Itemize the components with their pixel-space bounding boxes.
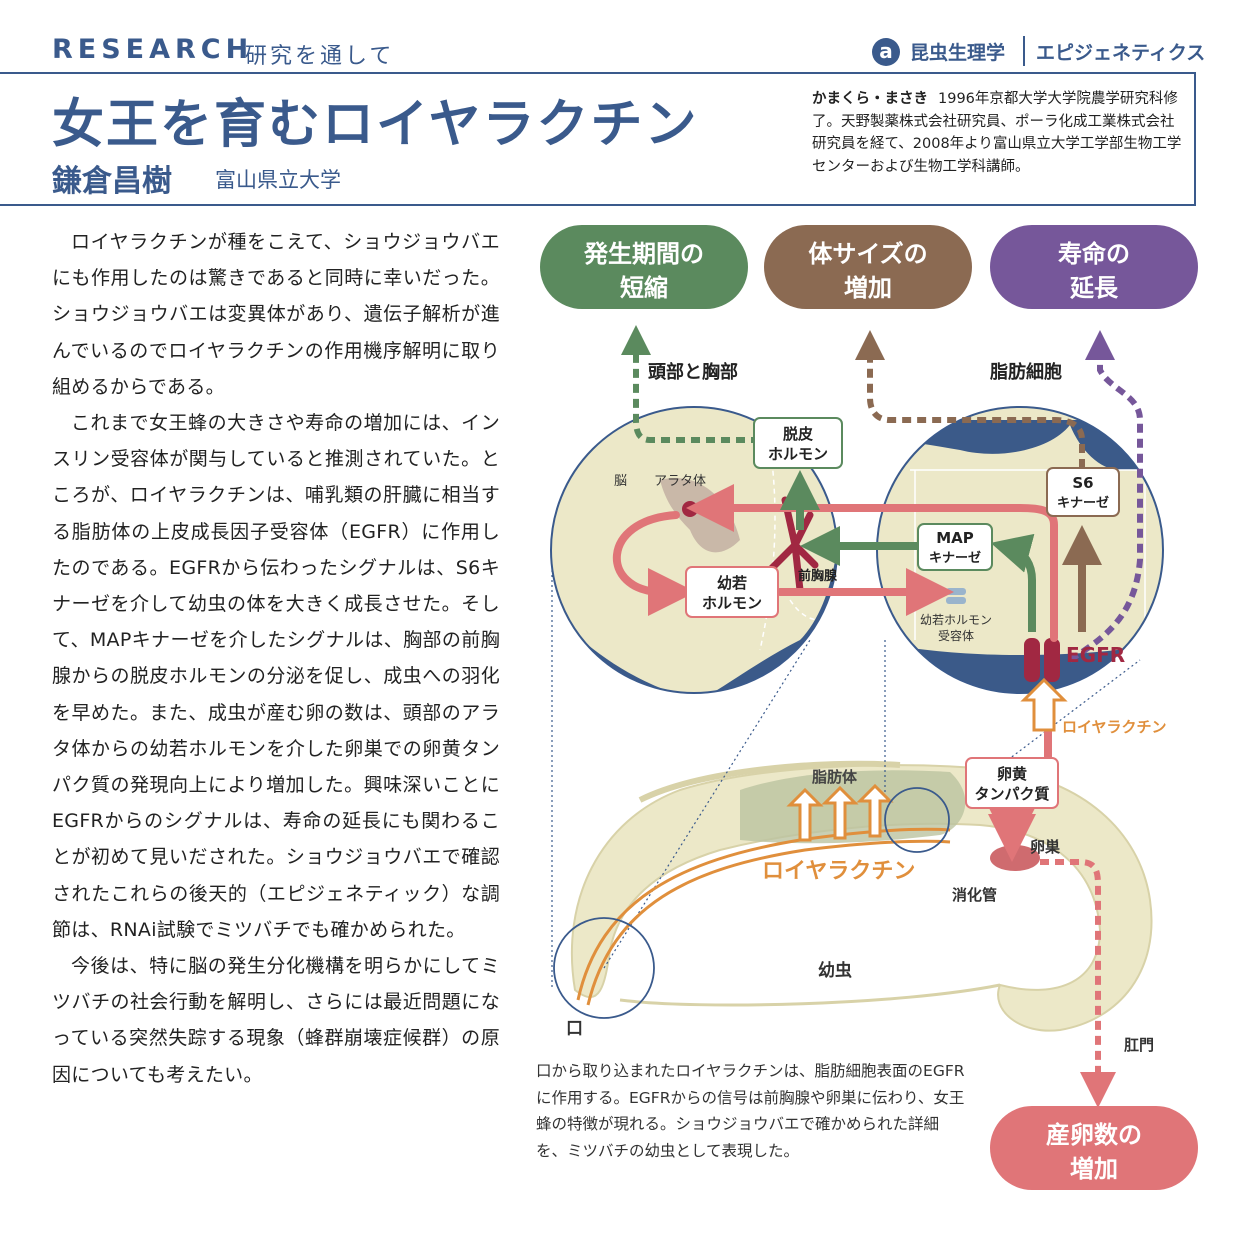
article-title: 女王を育むロイヤラクチン bbox=[52, 95, 699, 155]
bio-name: かまくら・まさき bbox=[812, 91, 928, 107]
research-sublabel: 研究を通して bbox=[245, 44, 395, 69]
label-ovary: 卵巣 bbox=[1030, 838, 1061, 856]
label-jh-receptor-1: 幼若ホルモン bbox=[920, 613, 992, 627]
map-kinase-box: MAP キナーゼ bbox=[917, 523, 993, 571]
green-arrows bbox=[780, 470, 1036, 632]
label-jh-receptor-2: 受容体 bbox=[938, 628, 974, 643]
label-brain: 脳 bbox=[614, 474, 627, 489]
svg-text:タンパク質: タンパク質 bbox=[974, 785, 1049, 803]
author-affiliation: 富山県立大学 bbox=[215, 168, 341, 192]
svg-text:卵黄: 卵黄 bbox=[997, 765, 1027, 783]
outcome-box-lifespan: 寿命の 延長 bbox=[990, 225, 1198, 309]
label-larva: 幼虫 bbox=[818, 960, 852, 981]
svg-text:キナーゼ: キナーゼ bbox=[1057, 495, 1109, 511]
outcome-box-body-size: 体サイズの 増加 bbox=[764, 225, 972, 309]
category-logo-icon: a bbox=[872, 38, 900, 66]
molting-hormone-box: 脱皮 ホルモン bbox=[753, 417, 843, 469]
svg-text:MAP: MAP bbox=[936, 529, 974, 547]
svg-text:幼若: 幼若 bbox=[717, 574, 747, 592]
article-body: ロイヤラクチンが種をこえて、ショウジョウバエにも作用したのは驚きであると同時に幸… bbox=[52, 224, 500, 1093]
outcome-2-line-2: 増加 bbox=[844, 274, 892, 302]
body-paragraph-1: ロイヤラクチンが種をこえて、ショウジョウバエにも作用したのは驚きであると同時に幸… bbox=[52, 231, 500, 398]
author-name: 鎌倉昌樹 bbox=[52, 164, 172, 199]
green-dashed-arrow bbox=[621, 325, 760, 443]
s6-kinase-box: S6 キナーゼ bbox=[1046, 467, 1120, 517]
fat-body-zoom-circle bbox=[884, 787, 950, 853]
outcome-box-development: 発生期間の 短縮 bbox=[540, 225, 748, 309]
outcome-4-line-1: 産卵数の bbox=[1046, 1121, 1142, 1149]
svg-text:S6: S6 bbox=[1072, 474, 1093, 492]
label-royalactin-large: ロイヤラクチン bbox=[762, 859, 915, 884]
category-label-2: エピジェネティクス bbox=[1036, 42, 1206, 64]
vitellogenin-box: 卵黄 タンパク質 bbox=[965, 757, 1059, 809]
label-mouth: 口 bbox=[566, 1019, 583, 1039]
svg-text:脱皮: 脱皮 bbox=[783, 425, 813, 443]
outcome-1-line-1: 発生期間の bbox=[583, 240, 704, 268]
label-egfr: EGFR bbox=[1066, 643, 1125, 667]
svg-text:ホルモン: ホルモン bbox=[702, 594, 762, 612]
pink-arrows bbox=[612, 484, 1058, 838]
outcome-box-egg-count: 産卵数の 増加 bbox=[990, 1106, 1198, 1190]
mouth-zoom-circle bbox=[553, 917, 655, 1019]
svg-text:ホルモン: ホルモン bbox=[768, 445, 828, 463]
brown-arrows bbox=[855, 330, 1102, 632]
label-anus: 肛門 bbox=[1124, 1036, 1154, 1054]
label-corpora-allata: アラタ体 bbox=[654, 474, 706, 489]
research-label: RESEARCH bbox=[52, 34, 254, 65]
juvenile-hormone-box: 幼若 ホルモン bbox=[685, 566, 779, 618]
larva-body bbox=[570, 760, 1153, 1032]
outcome-3-line-2: 延長 bbox=[1069, 274, 1119, 302]
label-fat-cell: 脂肪細胞 bbox=[990, 361, 1062, 383]
body-paragraph-2: これまで女王蜂の大きさや寿命の増加には、インスリン受容体が関与していると推測され… bbox=[52, 412, 500, 941]
outcome-2-line-1: 体サイズの bbox=[808, 240, 927, 268]
figure-caption: 口から取り込まれたロイヤラクチンは、脂肪細胞表面のEGFRに作用する。EGFRか… bbox=[536, 1062, 965, 1160]
outcome-1-line-2: 短縮 bbox=[620, 274, 668, 302]
label-head-thorax: 頭部と胸部 bbox=[648, 361, 738, 383]
outcome-4-line-2: 増加 bbox=[1070, 1155, 1118, 1183]
purple-dashed-arrow bbox=[1068, 330, 1143, 663]
label-gut: 消化管 bbox=[952, 886, 997, 904]
head-thorax-circle bbox=[550, 406, 838, 694]
category-separator bbox=[1023, 36, 1025, 66]
header-box bbox=[0, 72, 1196, 206]
corpora-allata-dot bbox=[682, 501, 698, 517]
royalactin-arrows bbox=[576, 677, 1068, 1006]
body-paragraph-3: 今後は、特に脳の発生分化機構を明らかにしてミツバチの社会行動を解明し、さらには最… bbox=[52, 955, 500, 1086]
category-label-1: 昆虫生理学 bbox=[910, 42, 1006, 64]
label-royalactin-small: ロイヤラクチン bbox=[1062, 718, 1167, 736]
outcome-3-line-1: 寿命の bbox=[1058, 240, 1130, 268]
label-fat-body: 脂肪体 bbox=[812, 768, 858, 786]
svg-text:キナーゼ: キナーゼ bbox=[929, 550, 981, 566]
label-prothoracic-gland: 前胸腺 bbox=[798, 568, 838, 584]
bio-text: 1996年京都大学大学院農学研究科修了。天野製薬株式会社研究員、ポーラ化成工業株… bbox=[812, 91, 1182, 175]
